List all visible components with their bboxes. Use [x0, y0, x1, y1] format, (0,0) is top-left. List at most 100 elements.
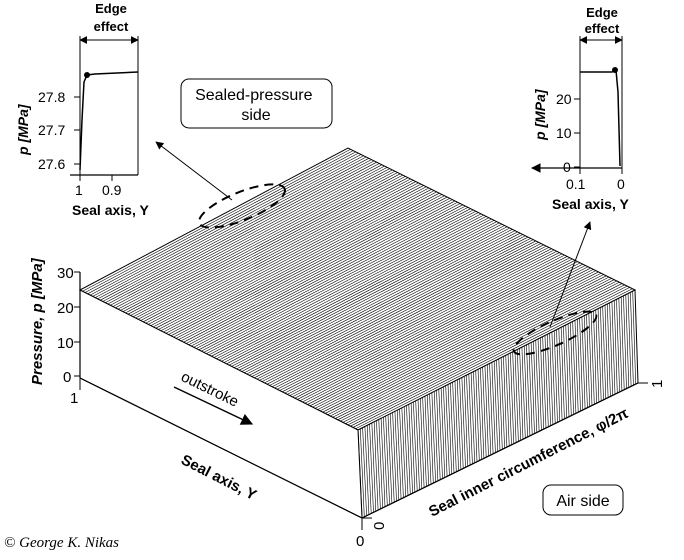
front-hatch-line [593, 310, 597, 404]
sealed-pressure-label: Sealed-pressure [195, 87, 313, 104]
front-hatch-line [463, 376, 469, 467]
surface-hatch-line [175, 196, 448, 339]
surface-hatch-line [289, 254, 565, 396]
surface-hatch-line [279, 249, 555, 391]
front-hatch-line [475, 370, 480, 461]
surface-hatch-line [110, 163, 380, 306]
front-hatch-line [523, 345, 528, 438]
inset-left-title-line1: Edge [95, 1, 127, 16]
front-hatch-line [528, 343, 533, 435]
surface-hatch-line [196, 207, 469, 349]
inset-right-title-line1: Edge [586, 5, 618, 20]
surface-hatch-line [259, 239, 534, 381]
edge-effect-ellipse-left [198, 183, 286, 229]
front-hatch-line [362, 427, 367, 516]
front-hatch-line [507, 354, 512, 445]
front-hatch-line [410, 403, 416, 493]
front-hatch-line [630, 292, 634, 386]
surface-hatch-line [87, 151, 356, 295]
surface-hatch-line [276, 248, 552, 390]
front-hatch-line [602, 306, 607, 399]
surface-hatch-line [183, 200, 456, 343]
x-tick-1: 1 [649, 380, 666, 388]
copyright-signature: © George K. Nikas [4, 535, 119, 551]
front-hatch-line [413, 401, 418, 492]
front-hatch-line [493, 361, 498, 452]
surface-hatch-line [239, 229, 513, 371]
z-tick-20: 20 [57, 300, 74, 317]
surface-hatch-line [155, 186, 427, 329]
surface-hatch-line [314, 267, 591, 409]
surface-hatch-line [173, 195, 445, 338]
front-hatch-line [535, 340, 540, 432]
front-hatch-line [429, 393, 434, 484]
front-hatch-line [500, 357, 505, 449]
surface-hatch-line [143, 180, 414, 323]
surface-hatch-line [148, 182, 419, 325]
front-hatch-line [482, 366, 487, 458]
front-hatch-line [503, 356, 508, 448]
front-hatch-line [401, 407, 406, 497]
surface-hatch-line [160, 189, 432, 331]
front-hatch-line [369, 424, 374, 513]
front-hatch-line [426, 394, 432, 485]
front-hatch-line [390, 413, 395, 503]
surface-hatch-line [125, 170, 396, 314]
front-hatch-line [396, 410, 402, 499]
surface-hatch-line [231, 225, 505, 367]
sealed-pressure-callout: Sealed-pressure side [155, 78, 333, 229]
front-hatch-line [586, 314, 590, 407]
surface-hatch-line [198, 208, 471, 351]
surface-hatch-line [84, 150, 354, 293]
air-side-box [542, 484, 624, 516]
front-hatch-line [521, 347, 526, 439]
surface-hatch-line [89, 152, 359, 296]
surface-hatch-line [140, 178, 411, 321]
front-hatch-line [473, 371, 478, 462]
front-hatch-line [565, 324, 570, 417]
front-hatch-line [576, 319, 581, 412]
front-hatch-line [588, 313, 593, 406]
front-hatch-line [417, 399, 423, 489]
surface-hatch-line [347, 284, 625, 426]
front-hatch-line [491, 362, 496, 453]
inset-right-title-line2: effect [585, 21, 620, 36]
z-tick-30: 30 [57, 265, 74, 282]
y-tick-0: 0 [356, 533, 364, 550]
surface-hatch-line [137, 177, 409, 320]
front-hatch-line [378, 419, 383, 508]
surface-hatch-line [304, 262, 581, 404]
front-hatch-line [480, 368, 485, 459]
front-hatch-line [627, 293, 632, 387]
surface-hatch-line [345, 283, 623, 424]
surface-hatch-line [163, 190, 435, 333]
front-hatch-line [510, 352, 515, 444]
inset-left-title-line2: effect [94, 19, 129, 34]
front-hatch-line [403, 406, 409, 496]
front-hatch-line [438, 389, 443, 479]
surface-hatch-line [309, 265, 586, 407]
front-hatch-line [516, 349, 521, 441]
inset-right-y-tick-10: 10 [556, 125, 572, 141]
front-hatch-line [456, 379, 462, 470]
front-hatch-line [616, 299, 620, 393]
surface-hatch-line [241, 230, 516, 372]
surface-hatch-line [120, 168, 390, 311]
inset-left: Edge effect 27.8 27.7 27.6 1 0.9 p [MPa]… [15, 1, 149, 218]
front-hatch-line [533, 341, 538, 433]
y-axis-line [79, 377, 363, 519]
front-hatch-line [618, 298, 623, 391]
surface-hatch-line [294, 257, 570, 399]
surface-hatch-line [211, 214, 484, 357]
inset-right: Edge effect 20 10 0 0.1 0 p [MPa] Seal a… [531, 5, 629, 212]
front-hatch-line [537, 338, 542, 431]
surface-hatch-line [165, 191, 437, 334]
surface-hatch-line [256, 238, 531, 380]
surface-hatch-line [312, 266, 589, 408]
front-hatch-line [595, 309, 600, 403]
surface-hatch-line [122, 169, 393, 312]
surface-hatch-line [112, 164, 383, 307]
front-hatch-line [496, 359, 501, 451]
surface-hatch-line [100, 158, 370, 301]
inset-left-y-tick-27.6: 27.6 [38, 156, 65, 172]
